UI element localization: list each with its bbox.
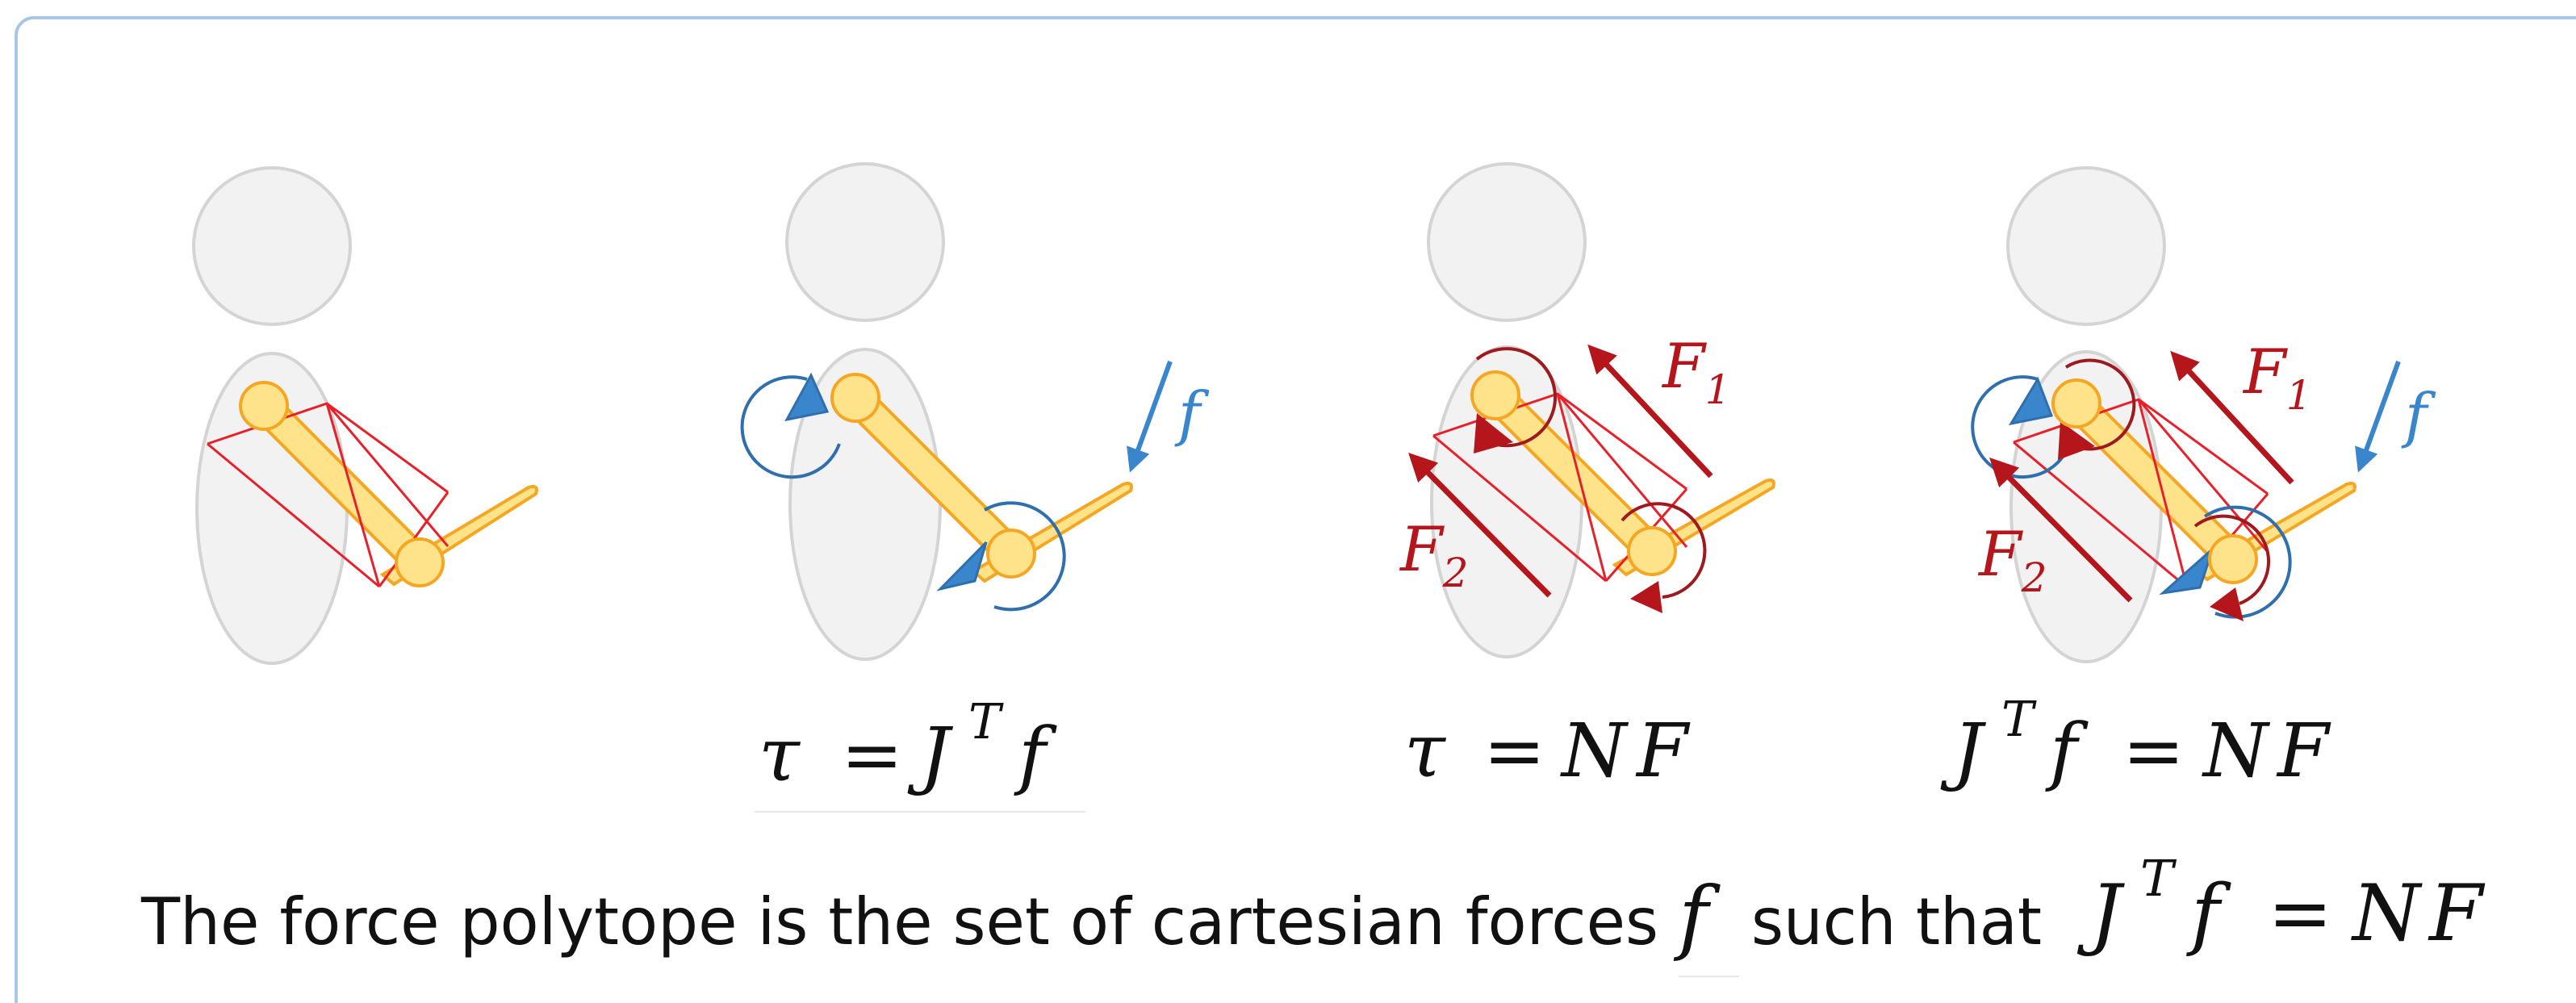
- muscle-lines: [2013, 398, 2269, 589]
- caption: The force polytope is the set of cartesi…: [140, 849, 2486, 977]
- elbow-joint: [395, 537, 445, 587]
- head: [785, 162, 945, 322]
- svg-text:F: F: [2428, 868, 2486, 959]
- svg-text:J: J: [2076, 868, 2125, 959]
- head: [2006, 166, 2166, 326]
- panel-3-muscle-forces: F1 F2: [1399, 162, 1775, 658]
- muscle-force-arrow-2: [1408, 453, 1552, 598]
- elbow-joint: [2208, 534, 2258, 584]
- shoulder-muscle-torque: [2064, 358, 2136, 451]
- elbow-torque-arrow: [984, 501, 1066, 612]
- shoulder-joint: [239, 381, 289, 431]
- svg-text:f: f: [2186, 868, 2231, 959]
- shoulder-torque-arrow: [740, 375, 841, 479]
- svg-text:τ: τ: [759, 712, 801, 798]
- elbow-joint: [1627, 526, 1677, 576]
- force-label-F2: F2: [1399, 513, 1469, 596]
- external-force-arrow: [2355, 360, 2401, 473]
- head: [1427, 162, 1587, 322]
- svg-text:=: =: [841, 712, 903, 798]
- elbow-torque-arrow: [2203, 505, 2292, 619]
- muscle-force-arrow-2: [1989, 458, 2133, 603]
- svg-text:f: f: [1014, 712, 1057, 798]
- figure-frame: [15, 16, 2576, 1003]
- shoulder-joint: [1470, 370, 1520, 420]
- caption-text-before: The force polytope is the set of cartesi…: [140, 884, 1658, 959]
- force-label-f: f: [2401, 381, 2436, 450]
- elbow-muscle-torque: [2193, 514, 2271, 605]
- elbow-muscle-torque: [1620, 502, 1707, 599]
- svg-text:T: T: [968, 694, 1004, 750]
- svg-text:F: F: [1635, 708, 1691, 794]
- svg-text:F: F: [2276, 708, 2331, 794]
- svg-text:N: N: [2202, 708, 2271, 794]
- svg-text:J: J: [1940, 708, 1987, 794]
- panel-1-arm-muscles: [192, 166, 538, 665]
- muscle-force-arrow-1: [1587, 344, 1713, 479]
- svg-text:J: J: [907, 712, 954, 798]
- shoulder-joint: [2051, 378, 2101, 428]
- shoulder-muscle-torque: [1475, 347, 1558, 448]
- svg-text:T: T: [2001, 692, 2037, 748]
- svg-text:=: =: [2122, 708, 2185, 794]
- elbow-joint: [986, 529, 1036, 579]
- force-label-F1: F1: [1661, 330, 1731, 413]
- force-label-f: f: [1174, 379, 1210, 449]
- force-label-F1: F1: [2242, 336, 2312, 419]
- force-label-F2: F2: [1977, 518, 2047, 601]
- svg-text:=: =: [2268, 868, 2332, 959]
- shoulder-joint: [830, 373, 880, 423]
- caption-text-after: such that: [1751, 884, 2042, 959]
- muscle-lines: [1432, 392, 1688, 583]
- svg-text:N: N: [2351, 868, 2423, 959]
- svg-text:τ: τ: [1404, 708, 1447, 794]
- head: [192, 166, 352, 326]
- svg-text:=: =: [1483, 708, 1545, 794]
- caption-equation: J T f = N F: [2076, 849, 2486, 959]
- equation-panel-4: J T f = N F: [1940, 692, 2331, 794]
- svg-text:T: T: [2140, 849, 2177, 908]
- muscle-force-arrow-1: [2170, 350, 2294, 485]
- equation-panel-2: τ = J T f: [759, 694, 1057, 798]
- panel-4-combined: F1 F2 f: [1971, 166, 2436, 663]
- panel-2-joint-torques: f: [740, 162, 1210, 661]
- caption-f: f: [1673, 869, 1721, 963]
- shoulder-torque-arrow: [1971, 375, 2068, 479]
- external-force-arrow: [1127, 360, 1173, 473]
- svg-text:N: N: [1560, 708, 1629, 794]
- svg-text:f: f: [2045, 708, 2089, 794]
- muscle-lines: [207, 402, 450, 588]
- equation-panel-3: τ = N F: [1404, 708, 1691, 794]
